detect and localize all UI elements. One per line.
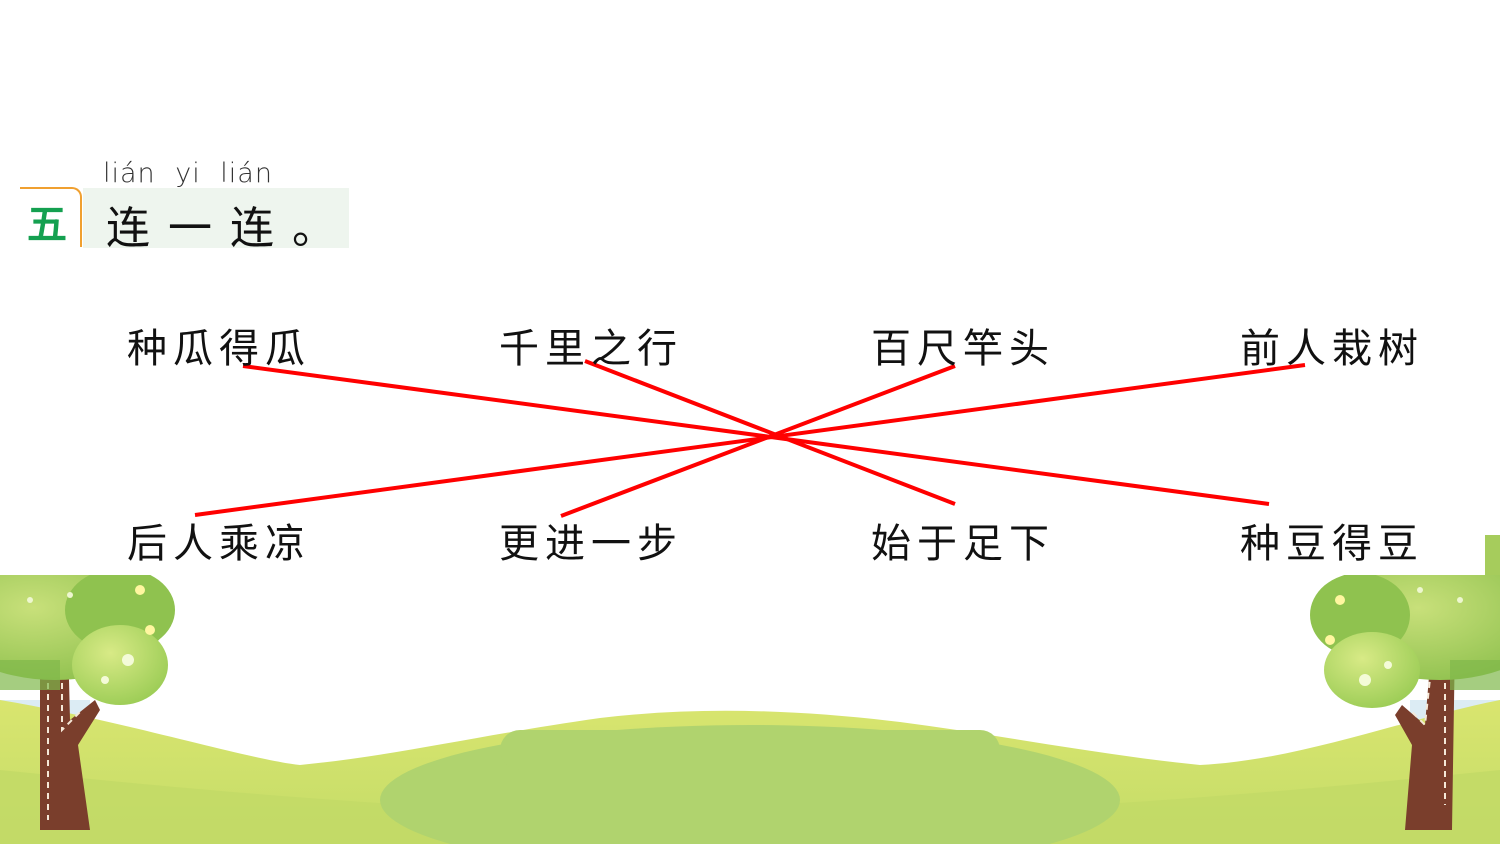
tree-right-icon: [1310, 560, 1500, 830]
phrase-top-1[interactable]: 种瓜得瓜: [127, 326, 311, 372]
connection-line[interactable]: [194, 363, 1306, 517]
section-number: 五: [27, 202, 67, 248]
connection-line[interactable]: [584, 359, 956, 506]
phrase-top-3[interactable]: 百尺竿头: [871, 326, 1055, 372]
connection-line[interactable]: [560, 364, 956, 518]
phrase-bottom-4[interactable]: 种豆得豆: [1240, 521, 1424, 567]
tree-left-icon: [0, 560, 175, 830]
phrase-top-2[interactable]: 千里之行: [499, 326, 683, 372]
section-number-box: [20, 187, 82, 247]
phrase-bottom-1[interactable]: 后人乘凉: [127, 521, 311, 567]
phrase-bottom-3[interactable]: 始于足下: [871, 521, 1055, 567]
phrase-bottom-2[interactable]: 更进一步: [499, 521, 683, 567]
exercise-title: 连一连。: [106, 203, 354, 254]
pinyin-annotation: lián yi lián: [103, 158, 273, 189]
header-bar: [83, 188, 349, 248]
exercise-header: lián yi lián 五 连一连。: [0, 150, 360, 254]
phrase-top-4[interactable]: 前人栽树: [1240, 326, 1424, 372]
connection-line[interactable]: [242, 364, 1270, 506]
hill-lower-band: [0, 770, 1500, 844]
